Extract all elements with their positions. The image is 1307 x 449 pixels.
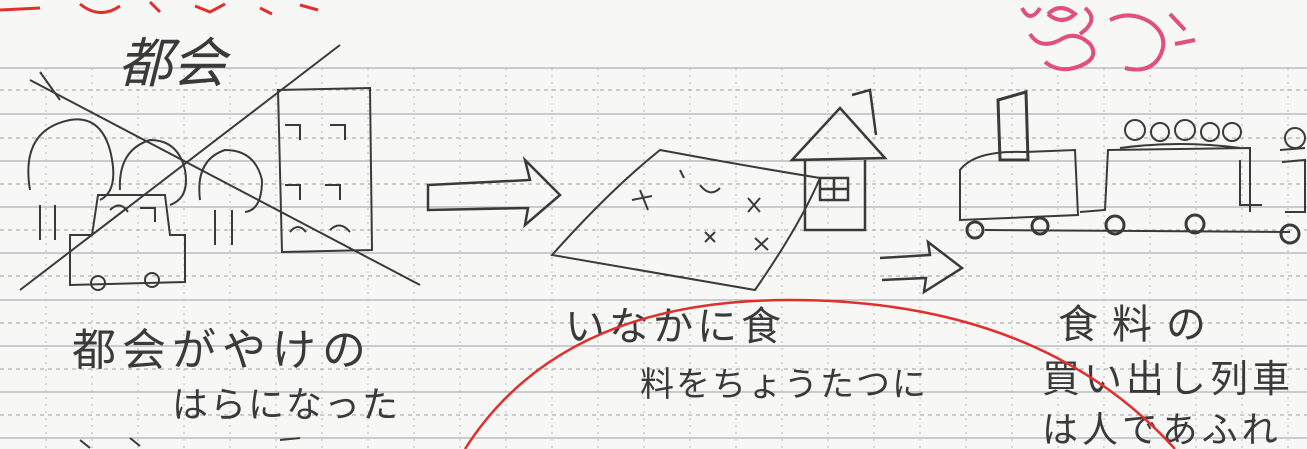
partial-next-line [79,437,301,449]
panel1-caption-line2: はらになった [172,385,400,426]
panel3-caption-line3: は人であふれ [1042,410,1282,449]
arrow-right-icon-2 [879,239,965,295]
page-heading: 都会 [118,32,231,95]
city-burned-drawing [19,44,421,291]
panel1-caption-line1: 都会がやけの [72,325,372,376]
grid-lines [0,67,1307,439]
grid-columns [45,68,1289,449]
red-pen-marks-top [0,0,319,16]
house-drawing [789,88,888,232]
panel3-caption-line2: 買い出し列車 [1042,357,1294,401]
train-drawing [959,90,1306,245]
panel3-caption-line1: 食料の [1058,302,1220,348]
red-pen-arc [463,298,1176,449]
panel2-caption-line2: 料をちょうたつに [640,365,928,405]
arrow-right-icon [426,155,562,229]
stamp-icon [1020,6,1196,72]
field-drawing [550,148,822,292]
